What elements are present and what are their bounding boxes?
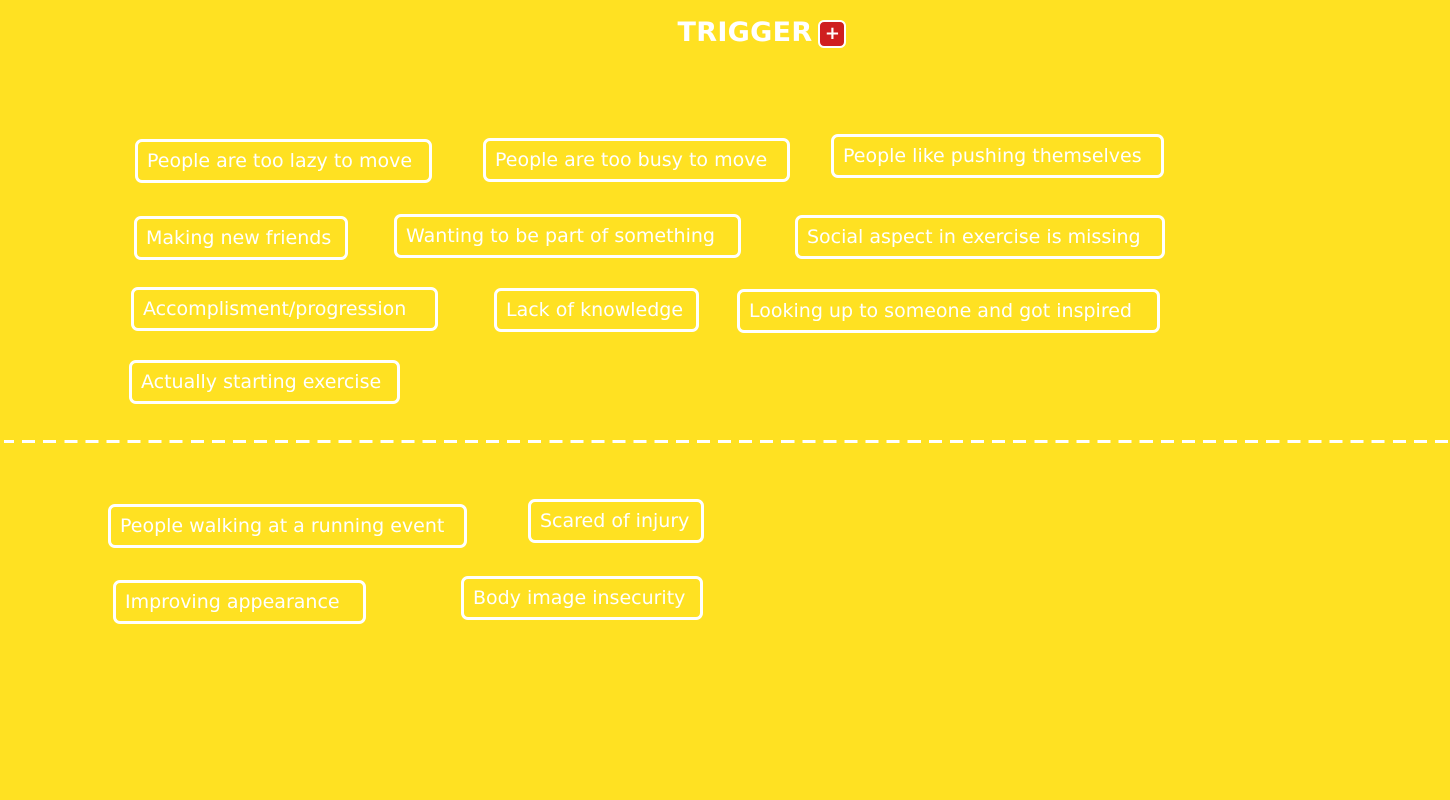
sticky-note[interactable]: People are too busy to move xyxy=(483,138,790,182)
add-note-button[interactable]: + xyxy=(818,20,847,48)
sticky-note[interactable]: Social aspect in exercise is missing xyxy=(795,215,1165,259)
board-header: TRIGGER + xyxy=(0,14,1450,52)
sticky-note[interactable]: Actually starting exercise xyxy=(129,360,400,404)
sticky-note[interactable]: Scared of injury xyxy=(528,499,704,543)
sticky-note[interactable]: Making new friends xyxy=(134,216,348,260)
sticky-note[interactable]: People walking at a running event xyxy=(108,504,467,548)
section-divider xyxy=(4,440,1450,443)
sticky-note[interactable]: Wanting to be part of something xyxy=(394,214,741,258)
sticky-note[interactable]: People like pushing themselves xyxy=(831,134,1164,178)
sticky-note[interactable]: Accomplisment/progression xyxy=(131,287,438,331)
sticky-note[interactable]: People are too lazy to move xyxy=(135,139,432,183)
sticky-note[interactable]: Improving appearance xyxy=(113,580,366,624)
sticky-note[interactable]: Lack of knowledge xyxy=(494,288,699,332)
board-title: TRIGGER xyxy=(677,17,813,48)
sticky-note[interactable]: Body image insecurity xyxy=(461,576,703,620)
sticky-note[interactable]: Looking up to someone and got inspired xyxy=(737,289,1160,333)
